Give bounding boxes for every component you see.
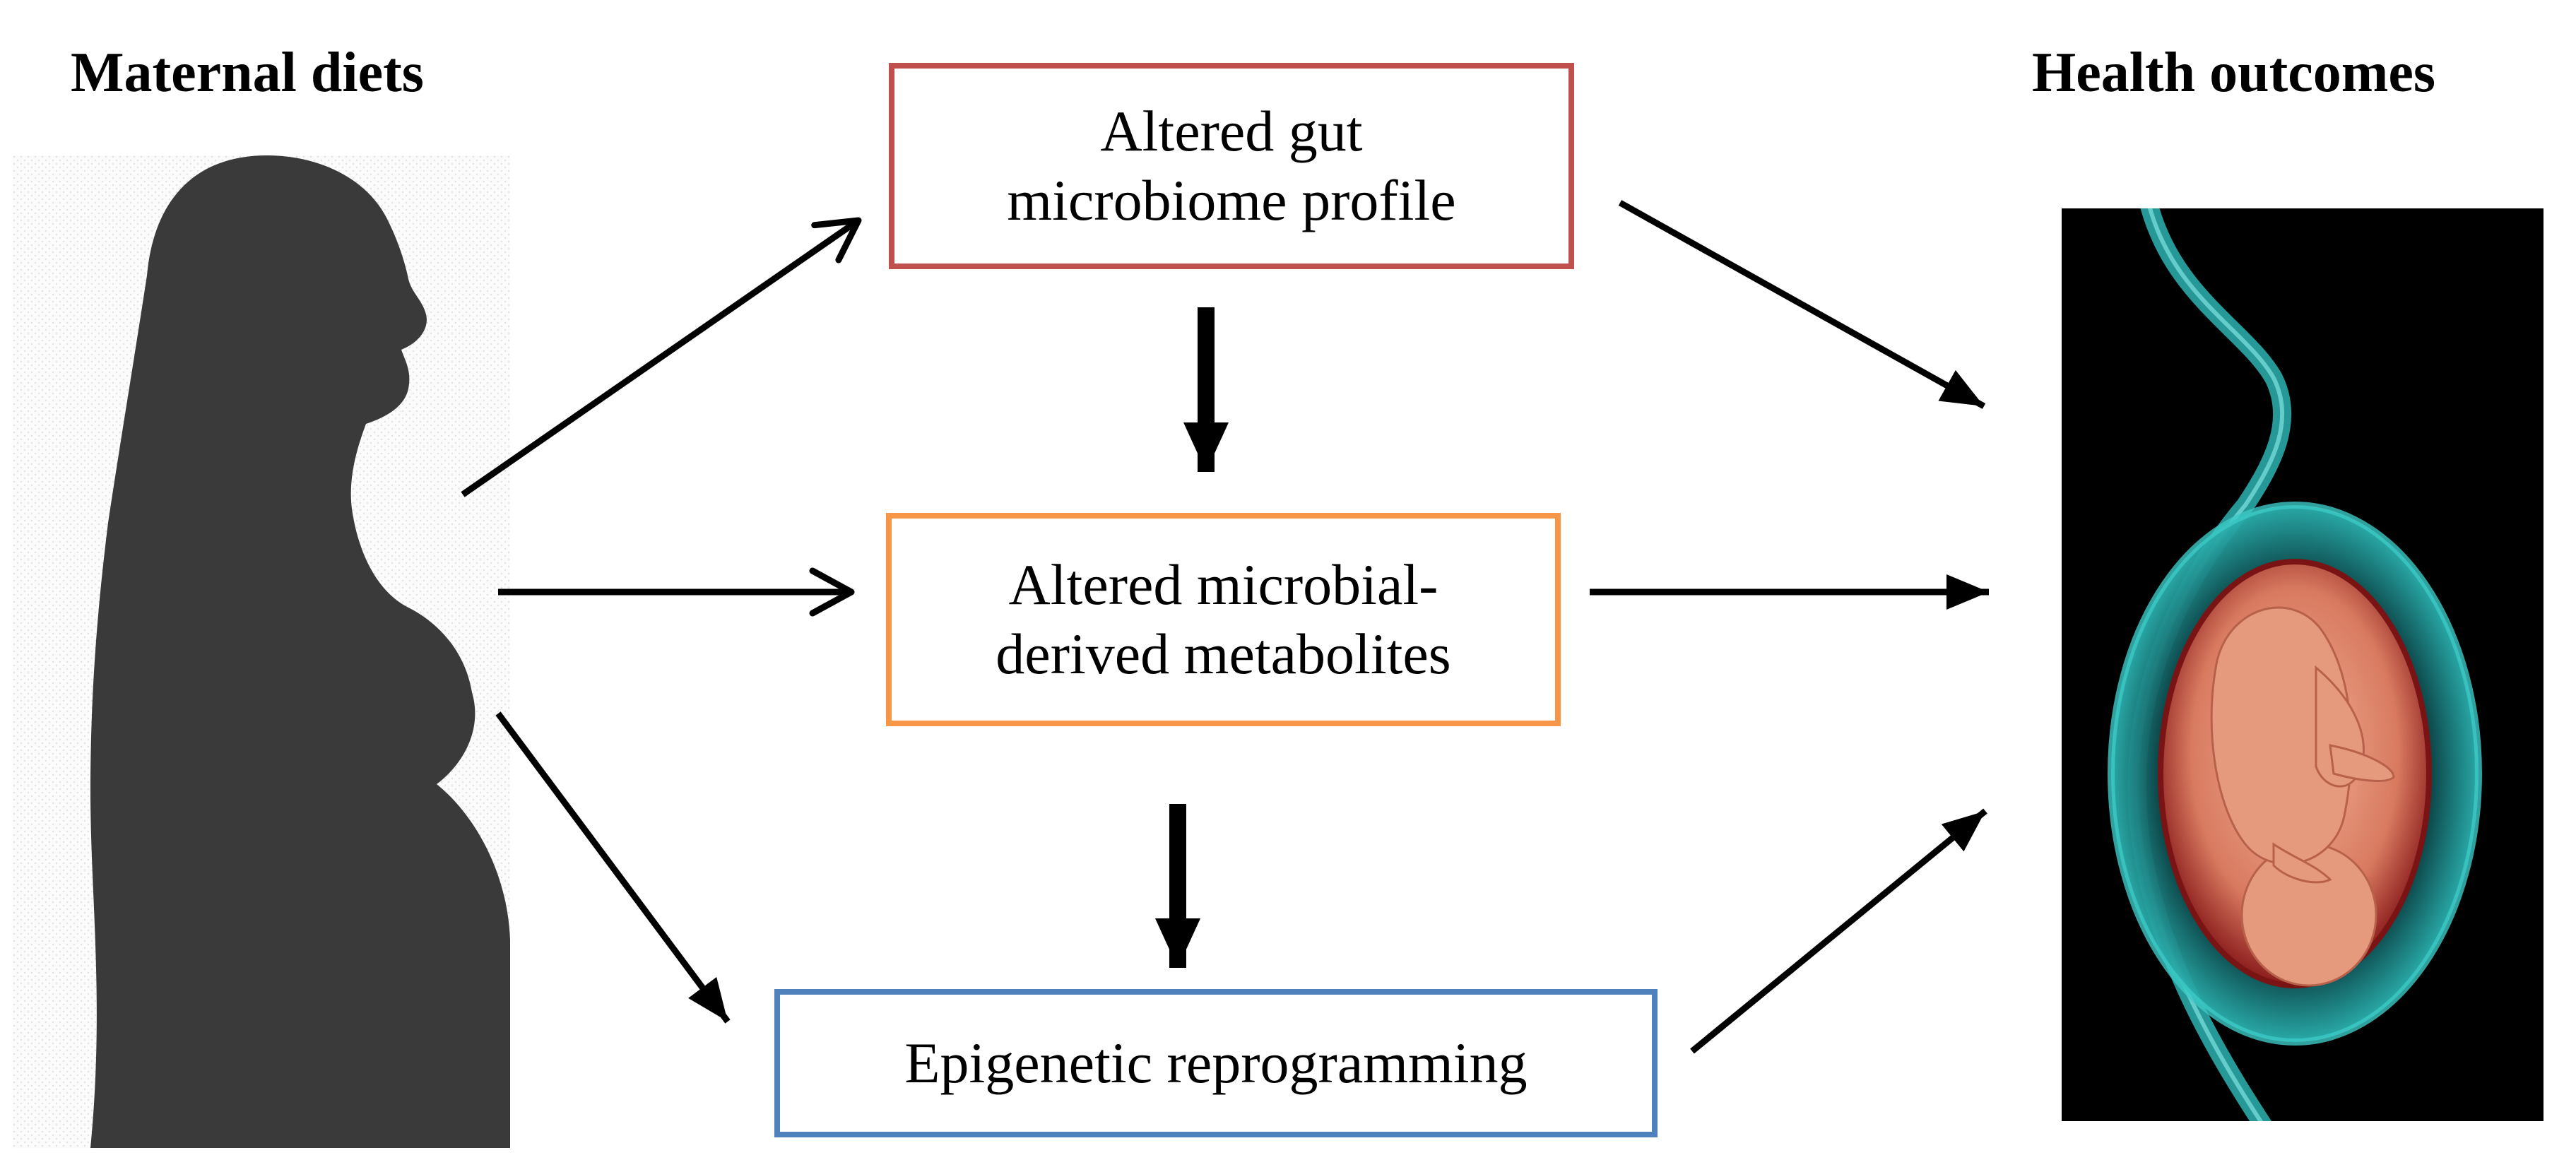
arrow-diet-to-gut — [461, 217, 862, 497]
box-altered-metabolites: Altered microbial- derived metabolites — [886, 513, 1561, 726]
arrow-epigenetic-to-outcomes — [1690, 808, 1987, 1054]
box-altered-gut-microbiome: Altered gut microbiome profile — [889, 63, 1574, 269]
box-gut-line2: microbiome profile — [1007, 168, 1456, 232]
fetus-in-womb-icon — [2062, 208, 2543, 1121]
title-maternal-diets: Maternal diets — [71, 42, 424, 104]
arrow-gut-to-outcomes — [1618, 200, 1986, 409]
box-gut-line1: Altered gut — [1100, 99, 1363, 163]
arrow-diet-to-epigenetic — [495, 711, 731, 1024]
title-health-outcomes: Health outcomes — [2032, 42, 2436, 104]
box-epigenetic-reprogramming: Epigenetic reprogramming — [774, 989, 1658, 1137]
pregnant-woman-silhouette-icon — [13, 155, 510, 1148]
box-epigenetic-line1: Epigenetic reprogramming — [904, 1031, 1528, 1095]
box-metabolites-line2: derived metabolites — [995, 622, 1451, 686]
box-metabolites-line1: Altered microbial- — [1008, 552, 1438, 617]
